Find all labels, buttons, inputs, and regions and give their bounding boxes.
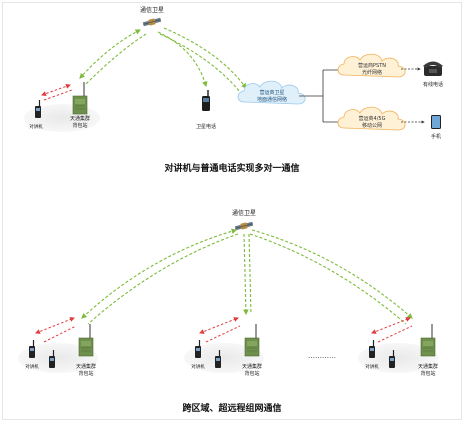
walkie-icon-right-a — [368, 339, 376, 359]
top-diagram: 通信卫星 对讲机 天通集群 背包站 卫星电话 营运商卫星 地面通信网络 — [24, 6, 443, 174]
bottom-link-sat-mid-2 — [248, 233, 252, 315]
top-link-sat-station — [79, 29, 141, 79]
ground-area-right — [358, 343, 438, 373]
sat-phone-icon — [202, 90, 210, 111]
sat-phone-label: 卫星电话 — [196, 123, 216, 130]
walkie-label-mid: 对讲机 — [191, 363, 205, 370]
bottom-link-sat-left-2 — [87, 233, 239, 325]
walkie-icon-mid-a — [194, 339, 202, 359]
bottom-diagram: 通信卫星 对讲机 天通集群 背包站 对讲机 天通集群 背包站 ………… — [18, 209, 438, 414]
landline-phone-icon — [423, 61, 443, 76]
mobile-line-1: 营运商4/5G — [359, 115, 386, 122]
walkie-label-right: 对讲机 — [365, 363, 379, 370]
top-link-walkie-station-red-2 — [43, 89, 73, 101]
station-label-mid-1: 天通集群 — [242, 363, 262, 370]
connector-ground-to-split — [299, 70, 324, 122]
station-icon-right — [420, 323, 436, 357]
ground-network-line-1: 营运商卫星 — [259, 89, 284, 96]
phone-label: 手机 — [431, 133, 441, 140]
bottom-link-sat-mid — [243, 233, 249, 316]
walkie-label-left: 对讲机 — [25, 363, 39, 370]
top-walkie-label: 对讲机 — [29, 123, 43, 130]
ground-area-left — [18, 343, 98, 373]
red-link-mid-2 — [205, 325, 241, 343]
top-walkie-icon — [34, 99, 42, 119]
pstn-line-1: 营运商PSTN — [358, 62, 386, 69]
station-label-left-2: 背包站 — [78, 370, 93, 377]
bottom-link-sat-right — [251, 229, 413, 319]
top-caption: 对讲机与普通电话实现多对一通信 — [164, 162, 299, 174]
top-satellite-icon — [142, 16, 162, 28]
red-link-right — [371, 317, 411, 334]
station-label-left-1: 天通集群 — [76, 363, 96, 370]
bottom-caption: 跨区域、超远程组网通信 — [182, 402, 281, 414]
top-link-sat-satphone — [157, 31, 208, 88]
ellipsis-text: ………… — [308, 352, 336, 360]
pstn-line-2: 光纤网络 — [362, 69, 382, 76]
bottom-link-sat-left — [81, 228, 238, 319]
bottom-satellite-label: 通信卫星 — [232, 209, 256, 217]
mobile-line-2: 移动公网 — [362, 122, 382, 129]
top-link-walkie-station-red — [41, 83, 71, 97]
top-station-icon — [72, 81, 88, 115]
walkie-icon-left-a — [28, 339, 36, 359]
landline-label: 有线电话 — [423, 81, 443, 88]
top-satellite-label: 通信卫星 — [140, 6, 164, 14]
station-icon-mid — [244, 323, 260, 357]
station-label-right-2: 背包站 — [420, 370, 435, 377]
ground-area-mid — [184, 343, 264, 373]
top-station-label-2: 背包站 — [72, 122, 87, 129]
top-link-sat-ground — [163, 27, 247, 89]
bottom-link-sat-right-2 — [249, 233, 407, 325]
red-link-left-2 — [43, 325, 77, 343]
red-link-left — [35, 317, 75, 334]
ground-network-line-2: 地面通信网络 — [257, 96, 287, 103]
station-icon-left — [78, 323, 94, 357]
station-label-right-1: 天通集群 — [418, 363, 438, 370]
top-link-sat-station-2 — [85, 33, 147, 85]
bottom-satellite-icon — [234, 220, 254, 232]
red-link-mid — [199, 317, 239, 334]
station-label-mid-2: 背包站 — [244, 370, 259, 377]
top-station-label-1: 天通集群 — [70, 115, 90, 122]
red-link-right-2 — [377, 325, 413, 343]
mobile-phone-icon — [431, 115, 441, 129]
top-link-sat-ground-2 — [159, 33, 241, 93]
